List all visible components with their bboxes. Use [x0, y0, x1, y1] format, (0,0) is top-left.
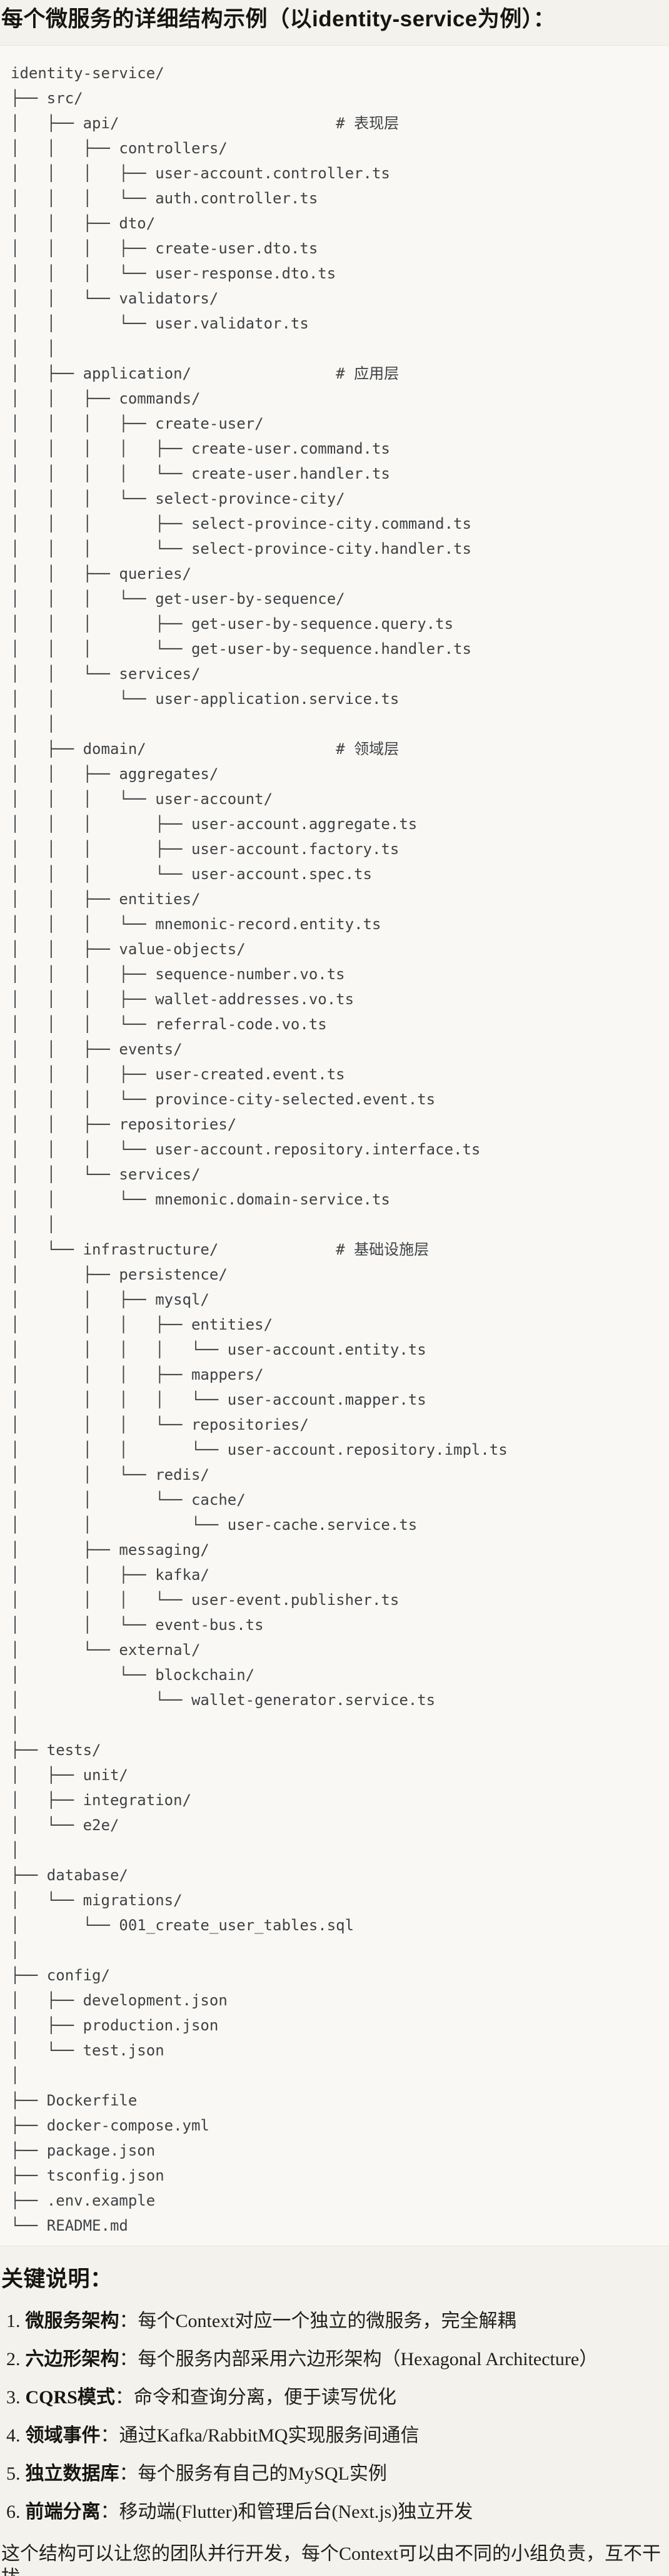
key-point-separator: ：: [119, 2463, 138, 2484]
key-point-text: 通过Kafka/RabbitMQ实现服务间通信: [119, 2425, 420, 2446]
key-point-number: 2.: [6, 2349, 21, 2370]
key-point-label: 六边形架构: [25, 2349, 119, 2370]
key-point-label: CQRS模式: [25, 2387, 115, 2408]
key-point-text: 移动端(Flutter)和管理后台(Next.js)独立开发: [119, 2502, 473, 2522]
key-point-separator: ：: [119, 2311, 138, 2331]
key-point-separator: ：: [119, 2349, 138, 2370]
key-point-item: 3.CQRS模式：命令和查询分离，便于读写优化: [0, 2386, 669, 2409]
key-point-label: 独立数据库: [25, 2463, 119, 2484]
page-title: 每个微服务的详细结构示例（以identity-service为例）：: [1, 7, 556, 31]
key-point-item: 1.微服务架构：每个Context对应一个独立的微服务，完全解耦: [0, 2310, 669, 2333]
key-point-number: 6.: [6, 2502, 21, 2522]
key-point-item: 5.独立数据库：每个服务有自己的MySQL实例: [0, 2463, 669, 2485]
key-point-text: 每个Context对应一个独立的微服务，完全解耦: [138, 2311, 516, 2331]
key-point-item: 6.前端分离：移动端(Flutter)和管理后台(Next.js)独立开发: [0, 2501, 669, 2523]
key-point-label: 前端分离: [25, 2502, 101, 2522]
key-point-label: 领域事件: [25, 2425, 101, 2446]
key-point-separator: ：: [114, 2387, 134, 2408]
key-point-item: 2.六边形架构：每个服务内部采用六边形架构（Hexagonal Architec…: [0, 2348, 669, 2371]
key-point-text: 每个服务有自己的MySQL实例: [138, 2463, 387, 2484]
key-point-item: 4.领域事件：通过Kafka/RabbitMQ实现服务间通信: [0, 2425, 669, 2447]
directory-tree: identity-service/ ├── src/ │ ├── api/ # …: [11, 64, 508, 2234]
key-point-text: 每个服务内部采用六边形架构（Hexagonal Architecture）: [138, 2349, 598, 2370]
key-point-label: 微服务架构: [25, 2311, 119, 2331]
key-point-number: 5.: [6, 2463, 21, 2484]
key-point-separator: ：: [100, 2425, 119, 2446]
directory-tree-block: identity-service/ ├── src/ │ ├── api/ # …: [0, 45, 669, 2246]
key-point-number: 4.: [6, 2425, 21, 2446]
key-notes-heading: 关键说明：: [1, 2267, 113, 2291]
key-point-number: 3.: [6, 2387, 21, 2408]
key-point-text: 命令和查询分离，便于读写优化: [133, 2387, 396, 2408]
key-point-number: 1.: [6, 2311, 21, 2331]
closing-note: 这个结构可以让您的团队并行开发，每个Context可以由不同的小组负责，互不干扰…: [1, 2543, 661, 2576]
key-point-separator: ：: [100, 2502, 119, 2522]
